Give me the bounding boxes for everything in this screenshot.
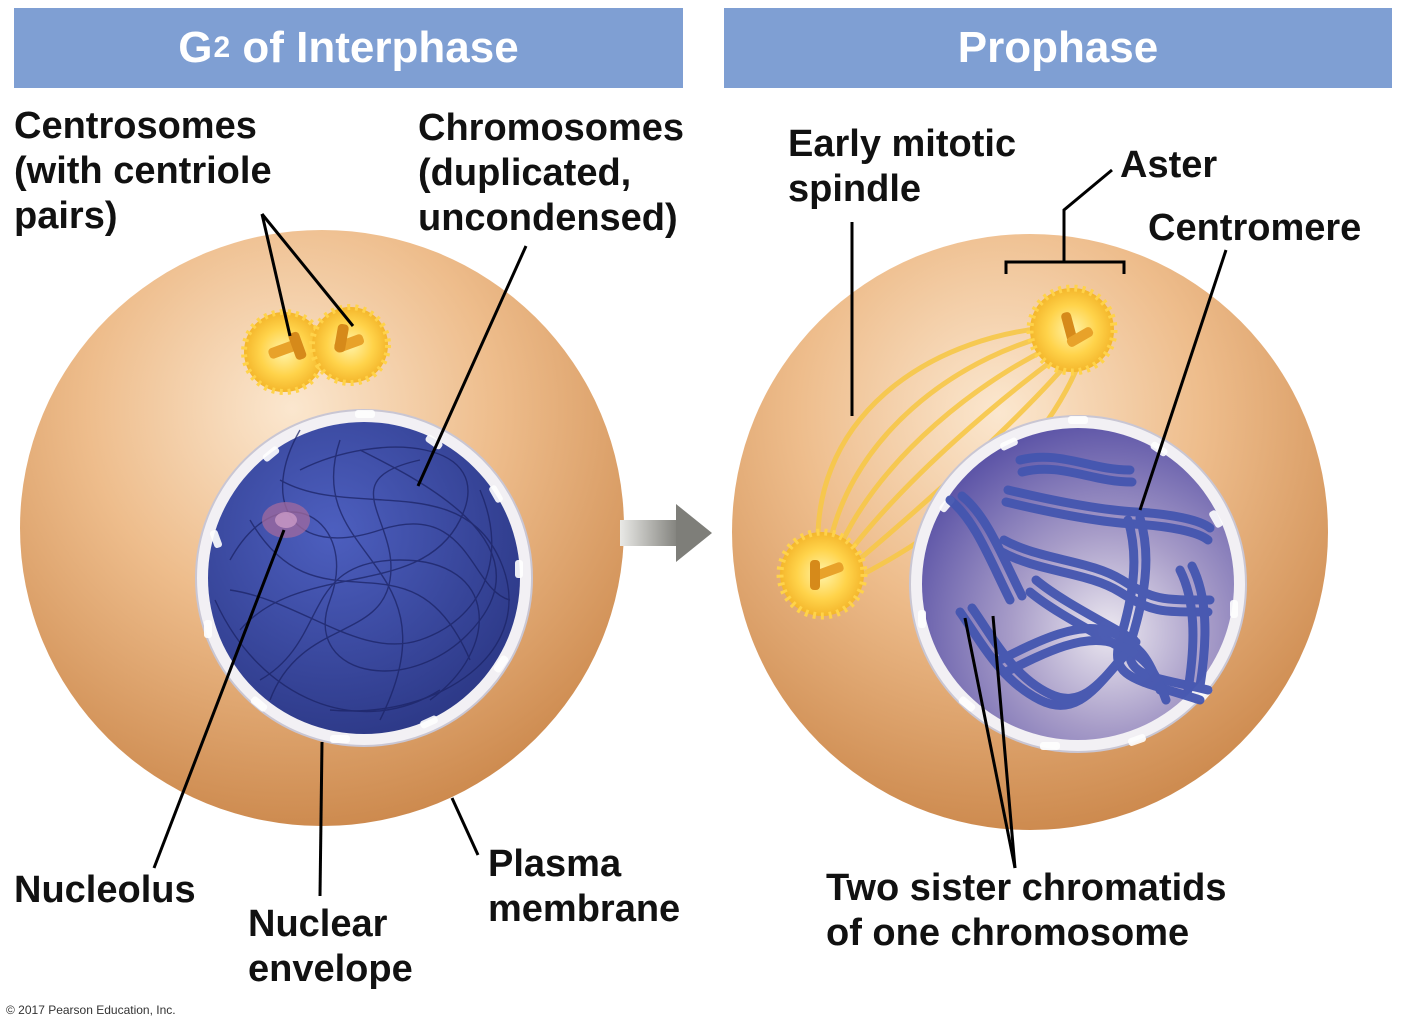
aster-bottom [776, 528, 868, 620]
label-centrosomes: Centrosomes (with centriole pairs) [14, 105, 272, 237]
label-centromere: Centromere [1148, 207, 1362, 249]
copyright-notice: © 2017 Pearson Education, Inc. [6, 1003, 176, 1017]
header-g2-rest: of Interphase [230, 23, 519, 72]
header-g2-letter: G [178, 23, 213, 72]
label-nuclear-envelope: Nuclear envelope [248, 903, 413, 990]
label-aster: Aster [1120, 144, 1218, 186]
header-prophase-text: Prophase [957, 23, 1159, 72]
label-nucleolus: Nucleolus [14, 869, 196, 911]
label-chromosomes: Chromosomes (duplicated, uncondensed) [418, 107, 685, 239]
arrow-icon [620, 504, 712, 562]
label-plasma-membrane: Plasma membrane [488, 843, 681, 930]
nucleus-prophase [909, 415, 1247, 753]
label-sister-chromatids: Two sister chromatids of one chromosome [826, 867, 1227, 954]
leader-lines [152, 168, 1228, 897]
nucleus-g2 [195, 409, 533, 747]
header-prophase: Prophase [724, 8, 1392, 88]
label-early-mitotic-spindle: Early mitotic spindle [788, 123, 1017, 210]
header-g2-subscript: 2 [213, 31, 231, 64]
aster-top [1026, 284, 1118, 376]
centrosome-right [309, 304, 391, 386]
